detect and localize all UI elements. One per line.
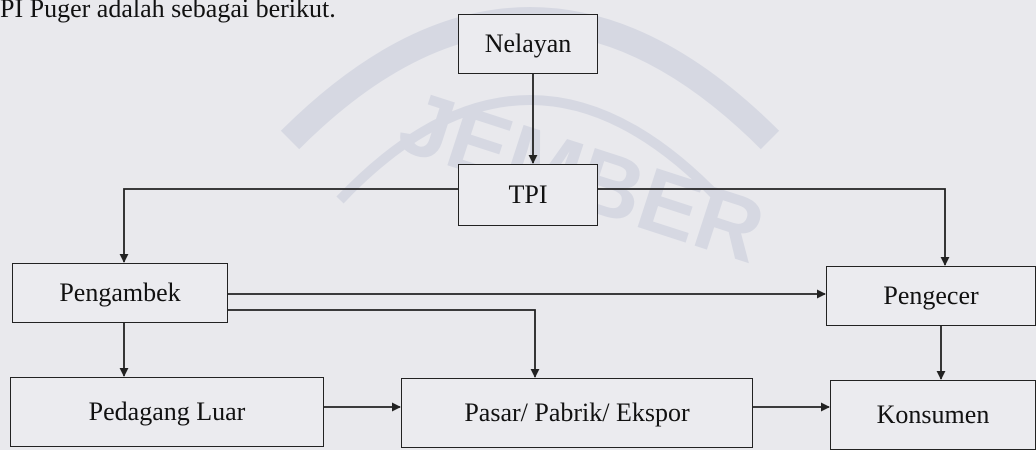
node-pasar-pabrik-ekspor: Pasar/ Pabrik/ Ekspor [401,378,753,448]
node-pedagang-luar-label: Pedagang Luar [88,397,246,426]
edge-pengambek-pasar [228,309,540,378]
intro-text: PI Puger adalah sebagai berikut. [0,0,336,23]
node-pengecer: Pengecer [826,266,1036,326]
node-tpi-label: TPI [508,180,548,209]
node-tpi: TPI [458,164,598,226]
node-pasar-label: Pasar/ Pabrik/ Ekspor [464,398,690,427]
flow-connectors [119,74,950,412]
node-konsumen-label: Konsumen [876,400,990,429]
node-pengambek-label: Pengambek [59,278,181,307]
node-konsumen: Konsumen [830,380,1036,450]
node-pedagang-luar: Pedagang Luar [10,377,324,447]
node-nelayan: Nelayan [458,14,598,74]
node-pengambek: Pengambek [12,263,228,323]
node-pengecer-label: Pengecer [883,281,979,310]
edge-tpi-pengambek [119,188,458,263]
edge-tpi-pengecer [598,188,950,266]
node-nelayan-label: Nelayan [484,29,572,58]
